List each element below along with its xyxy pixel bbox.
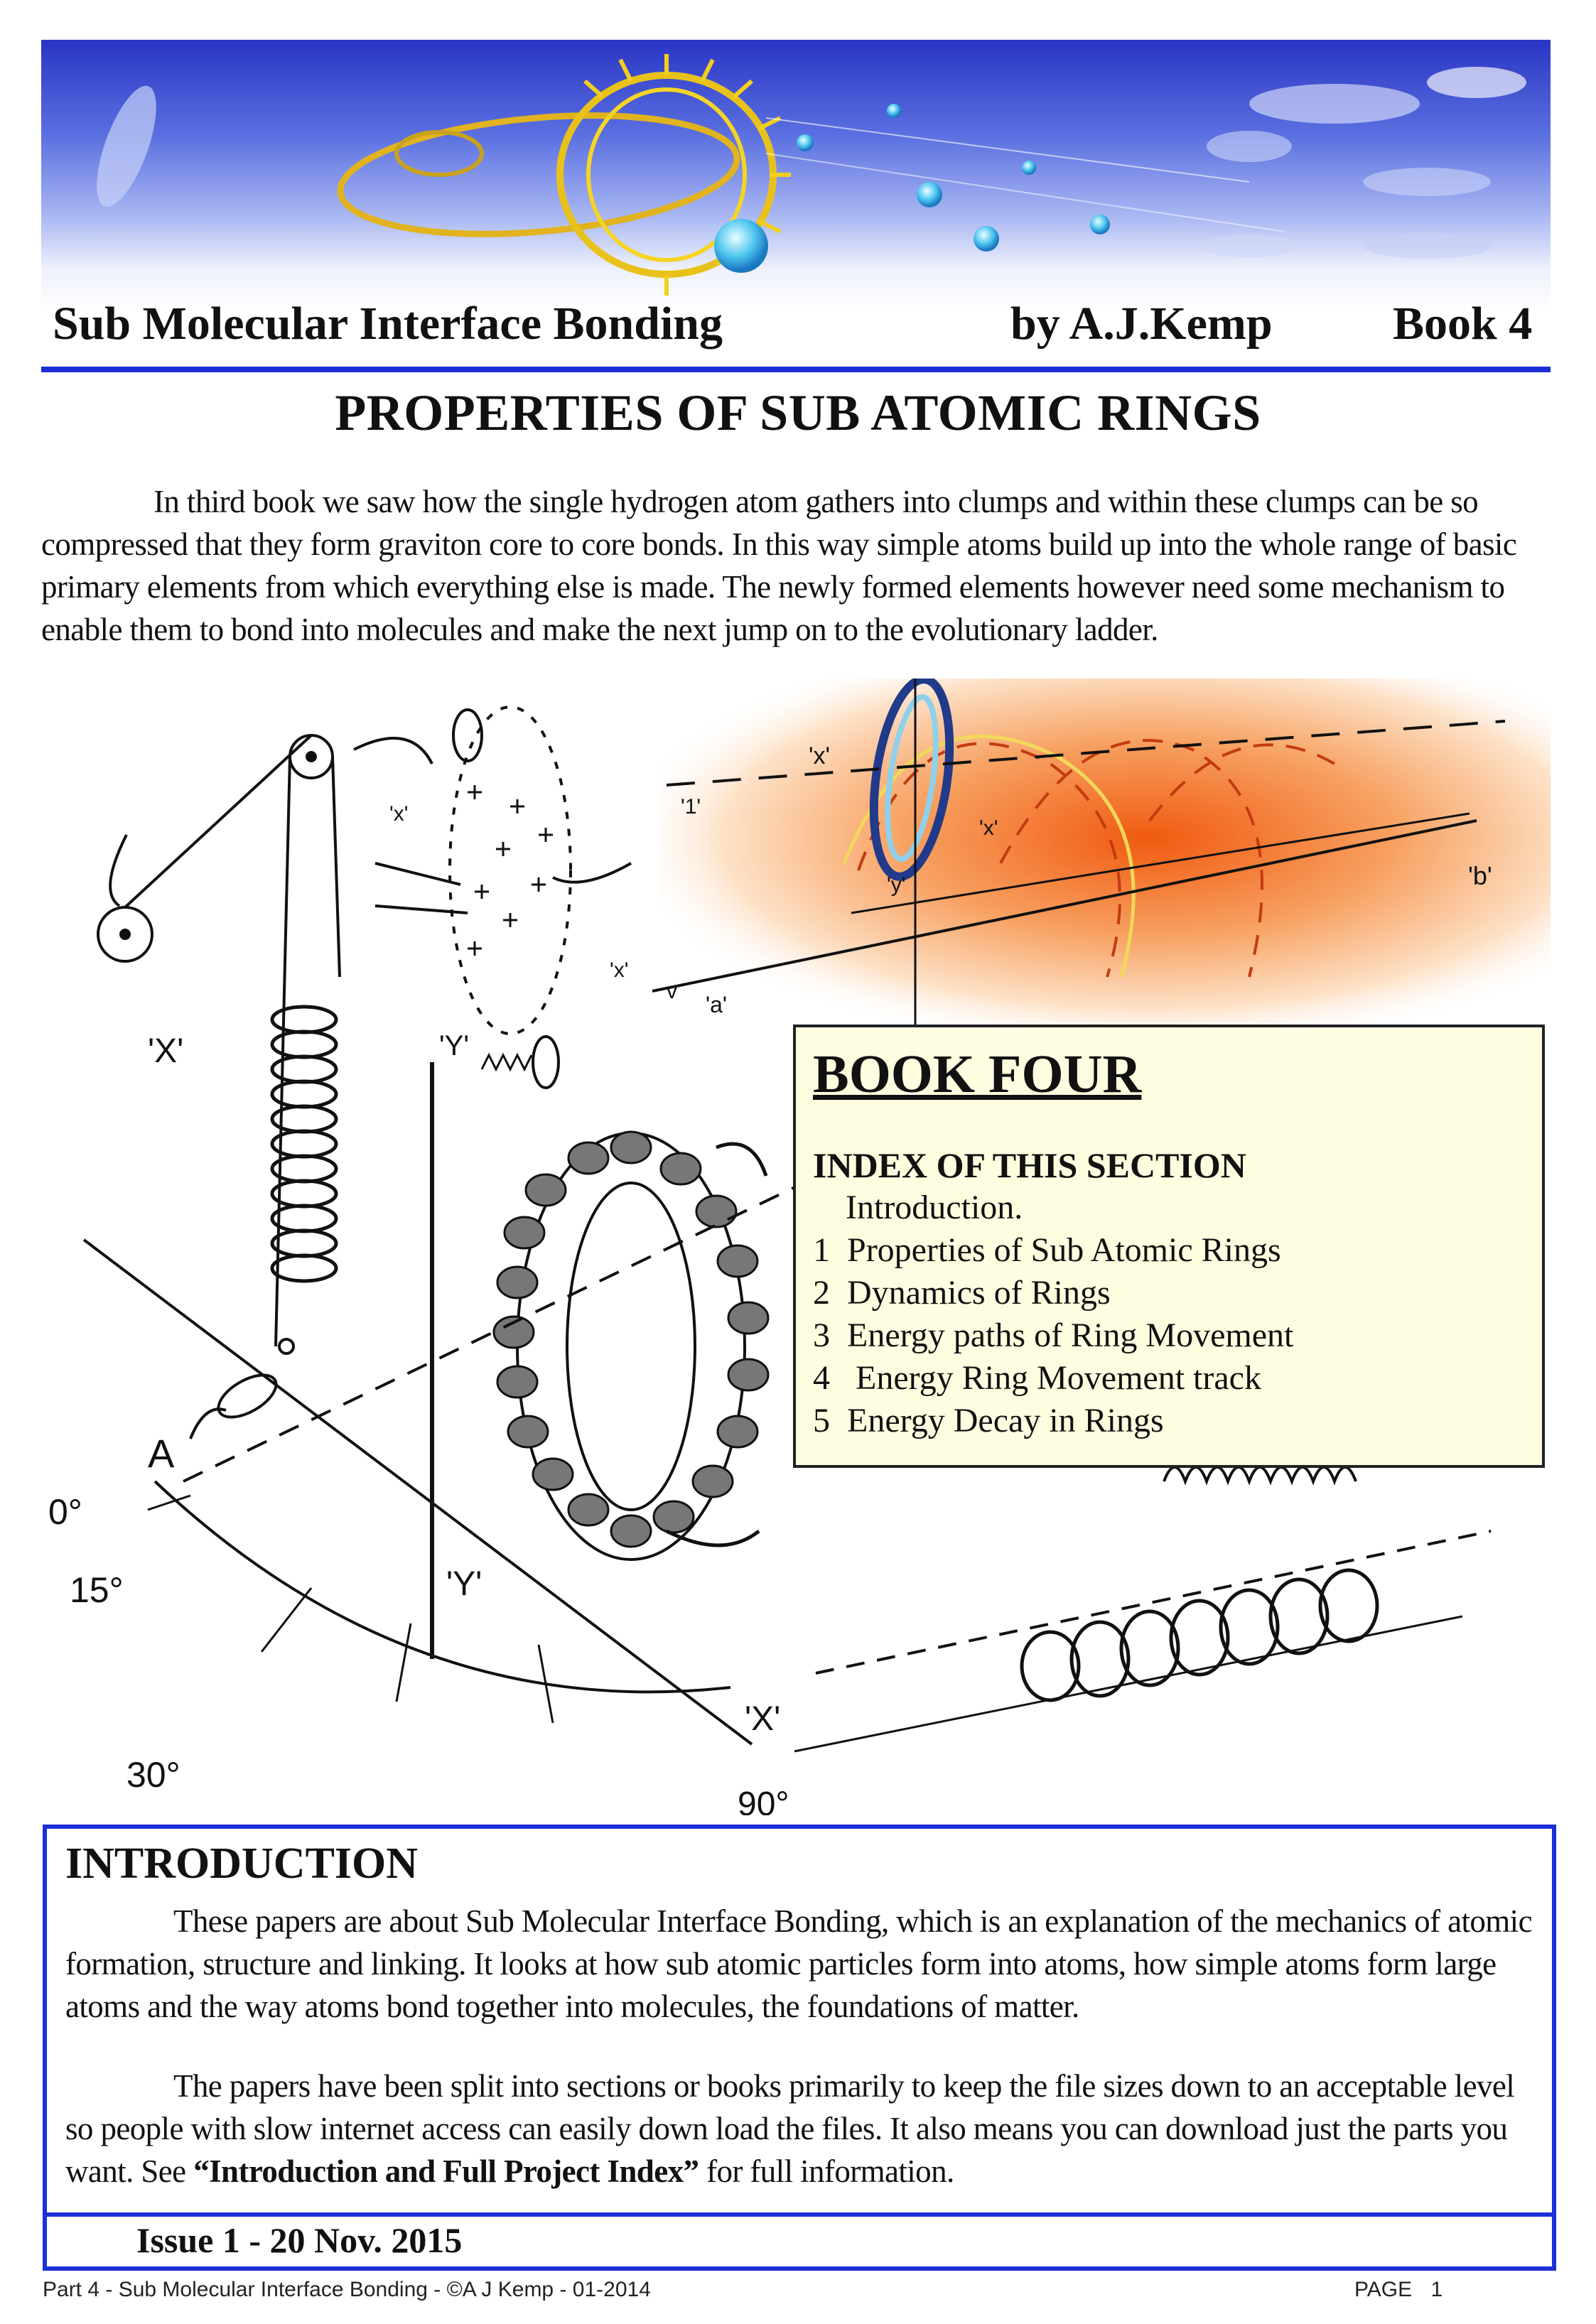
- ring-particles: [492, 1130, 770, 1548]
- index-panel-subtitle: INDEX OF THIS SECTION: [813, 1145, 1246, 1185]
- svg-text:'X': 'X': [745, 1700, 780, 1738]
- index-item: 3 Energy paths of Ring Movement: [813, 1317, 1294, 1354]
- svg-text:'y': 'y': [887, 873, 905, 897]
- decaying-coil-right: [1020, 1568, 1379, 1702]
- label-0-degrees: 0°: [48, 1492, 82, 1532]
- svg-text:'x': 'x': [610, 958, 628, 982]
- spring-trail: [1163, 1466, 1357, 1486]
- label-90-degrees: 90°: [738, 1785, 789, 1815]
- index-item: 2 Dynamics of Rings: [813, 1274, 1111, 1312]
- svg-text:v: v: [667, 980, 677, 1003]
- index-item: 1 Properties of Sub Atomic Rings: [813, 1231, 1281, 1269]
- issue-panel: Issue 1 - 20 Nov. 2015: [43, 2212, 1556, 2271]
- svg-text:'x': 'x': [809, 742, 830, 769]
- charge-cloud: [448, 706, 572, 1035]
- svg-text:'Y': 'Y': [439, 1030, 469, 1061]
- index-item: 5 Energy Decay in Rings: [813, 1402, 1164, 1439]
- author-name: by A.J.Kemp: [1010, 298, 1273, 350]
- index-panel: BOOK FOUR INDEX OF THIS SECTION Introduc…: [793, 1025, 1545, 1468]
- index-panel-title: BOOK FOUR: [813, 1044, 1142, 1104]
- book-number: Book 4: [1393, 298, 1533, 350]
- svg-text:'x': 'x': [389, 802, 408, 826]
- project-index-reference: “Introduction and Full Project Index”: [193, 2153, 699, 2189]
- axis-x-line: [82, 1238, 753, 1746]
- orange-energy-glow: [659, 679, 1551, 1034]
- svg-text:'x': 'x': [979, 816, 998, 840]
- introduction-paragraph-2: The papers have been split into sections…: [65, 2068, 1515, 2189]
- label-y-axis: 'Y': [446, 1565, 482, 1603]
- issue-date: Issue 1 - 20 Nov. 2015: [136, 2220, 463, 2260]
- space-rings-artwork: [97, 54, 1526, 296]
- footer-page-number: PAGE 1: [1354, 2278, 1443, 2301]
- dashed-helix-orange: [857, 739, 1335, 978]
- blue-ring: [869, 675, 954, 881]
- svg-text:'1': '1': [681, 795, 701, 818]
- ring-diagram-sketch: 'x' 'x' 'y' 'b' 'a' v '1': [48, 675, 1551, 1823]
- index-item: 4 Energy Ring Movement track: [813, 1359, 1261, 1397]
- label-x-axis: 'X': [148, 1032, 183, 1070]
- footer-copyright: Part 4 - Sub Molecular Interface Bonding…: [43, 2278, 651, 2301]
- spring-coil: [270, 1005, 338, 1283]
- header-divider: [41, 367, 1551, 372]
- svg-text:'b': 'b': [1468, 861, 1492, 890]
- header-banner-image: [41, 40, 1551, 310]
- label-a: A: [148, 1431, 175, 1476]
- page-title: PROPERTIES OF SUB ATOMIC RINGS: [335, 384, 1261, 441]
- sub-atomic-rings-illustration: 'x' 'x' 'y' 'b' 'a' v '1': [41, 675, 1551, 1823]
- introduction-paragraph-1: These papers are about Sub Molecular Int…: [65, 1903, 1533, 2024]
- opening-paragraph: In third book we saw how the single hydr…: [41, 484, 1517, 647]
- label-15-degrees: 15°: [70, 1570, 124, 1610]
- degree-arc: [153, 1480, 731, 1694]
- header-row: Sub Molecular Interface Bonding by A.J.K…: [41, 297, 1551, 355]
- plus-signs: [468, 785, 553, 956]
- introduction-panel: INTRODUCTION These papers are about Sub …: [43, 1825, 1556, 2217]
- label-30-degrees: 30°: [126, 1755, 180, 1795]
- svg-text:'a': 'a': [706, 992, 727, 1017]
- index-item-introduction: Introduction.: [846, 1189, 1023, 1226]
- series-title: Sub Molecular Interface Bonding: [53, 298, 723, 350]
- introduction-title: INTRODUCTION: [65, 1839, 419, 1888]
